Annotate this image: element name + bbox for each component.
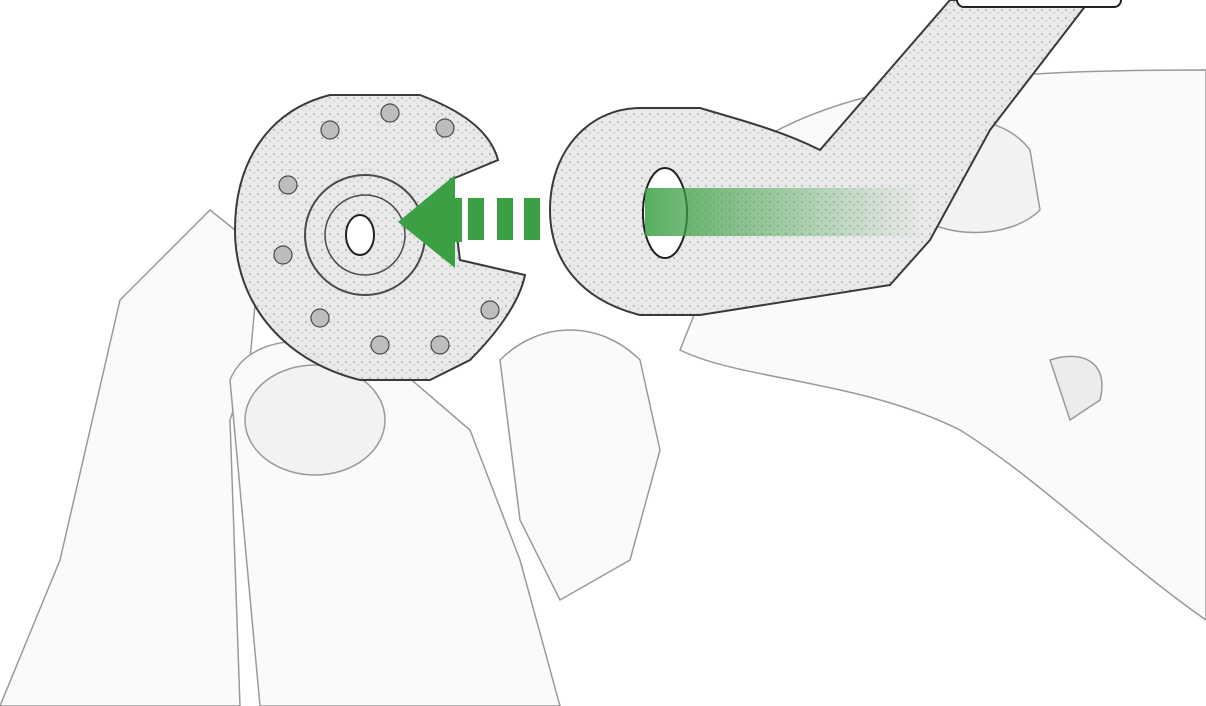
label-box <box>956 0 1122 8</box>
